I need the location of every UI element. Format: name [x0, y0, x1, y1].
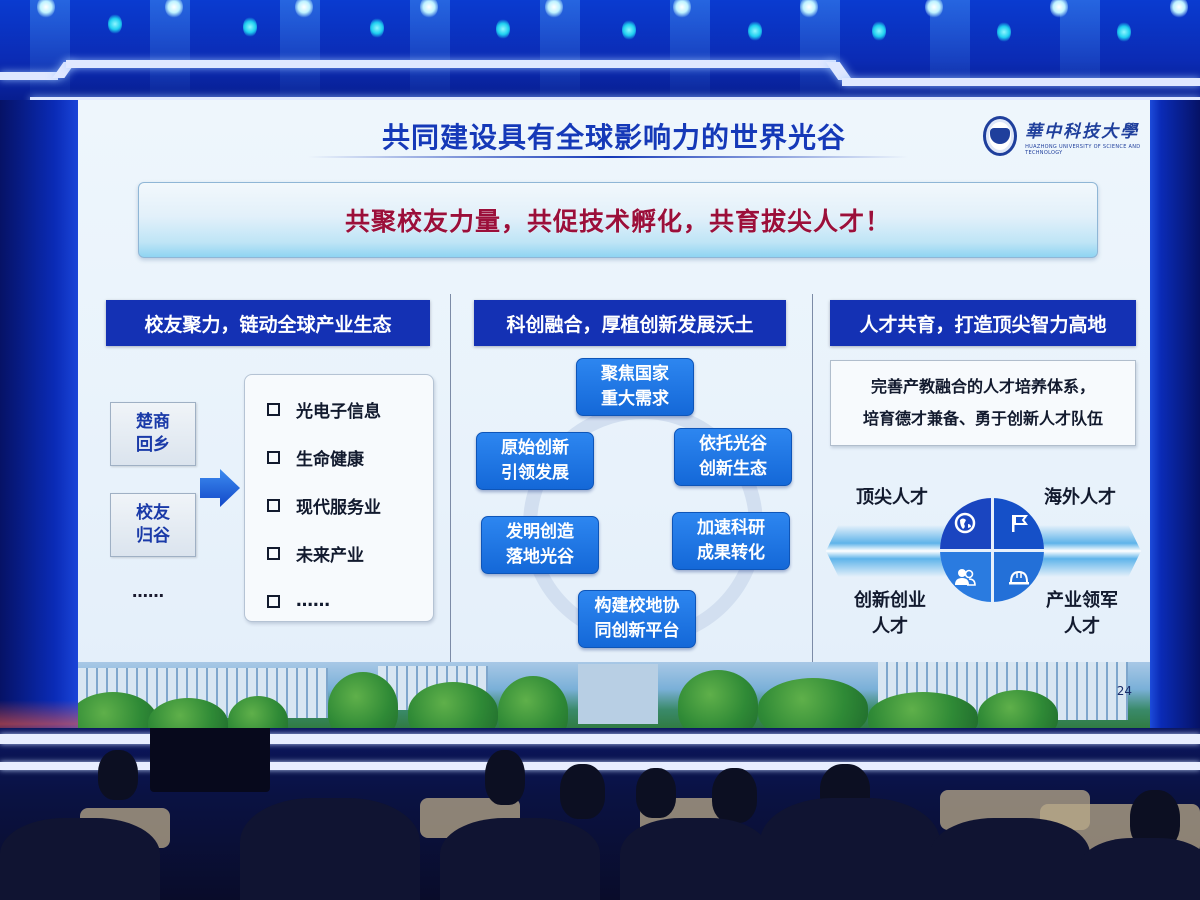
source-box-chu-merchants: 楚商 回乡 — [110, 402, 196, 466]
checkbox-icon — [267, 594, 280, 608]
hard-hat-icon — [993, 551, 1044, 602]
presentation-slide: 共同建设具有全球影响力的世界光谷 華中科技大學 HUAZHONG UNIVERS… — [78, 100, 1150, 730]
checkbox-icon — [267, 450, 280, 464]
stage-lighting-rig — [0, 0, 1200, 110]
industry-item: 现代服务业 — [267, 481, 433, 529]
column-heading-talent: 人才共育，打造顶尖智力高地 — [830, 300, 1136, 346]
column-divider — [812, 294, 813, 664]
cycle-node: 原始创新 引领发展 — [476, 432, 594, 490]
talent-label-overseas: 海外人才 — [1044, 487, 1116, 508]
slogan-banner: 共聚校友力量，共促技术孵化，共育拔尖人才！ — [138, 182, 1098, 258]
industry-label: 未来产业 — [296, 545, 364, 566]
column-heading-alumni: 校友聚力，链动全球产业生态 — [106, 300, 430, 346]
industry-label: 生命健康 — [296, 449, 364, 470]
page-number: 24 — [1116, 684, 1132, 698]
talent-quad-diagram — [940, 498, 1044, 602]
talent-label-industry-leader: 产业领军 人才 — [1046, 590, 1118, 637]
audience-area — [0, 728, 1200, 900]
people-icon — [940, 551, 991, 602]
description-line: 完善产教融合的人才培养体系， — [870, 377, 1095, 396]
industry-item: 生命健康 — [267, 433, 433, 481]
description-line: 培育德才兼备、勇于创新人才队伍 — [862, 409, 1103, 428]
stage-led-stripe — [0, 72, 58, 80]
stage-led-stripe — [66, 60, 836, 68]
industry-label: 现代服务业 — [296, 497, 381, 518]
title-underline — [308, 156, 908, 158]
checkbox-icon — [267, 498, 280, 512]
cycle-node: 依托光谷 创新生态 — [674, 428, 792, 486]
industry-item: 未来产业 — [267, 529, 433, 577]
cycle-node: 构建校地协 同创新平台 — [578, 590, 696, 648]
industry-item: 光电子信息 — [267, 385, 433, 433]
column-heading-innovation: 科创融合，厚植创新发展沃土 — [474, 300, 786, 346]
cycle-node: 发明创造 落地光谷 — [481, 516, 599, 574]
stage-side-panel-left — [0, 100, 78, 740]
right-arrow-icon — [200, 469, 240, 507]
campus-photo-strip: 24 — [78, 662, 1150, 730]
talent-label-top: 顶尖人才 — [856, 487, 928, 508]
industry-list: 光电子信息 生命健康 现代服务业 未来产业 …… — [244, 374, 434, 622]
flag-icon — [993, 498, 1044, 549]
source-ellipsis: …… — [132, 582, 164, 601]
logo-name-cn: 華中科技大學 — [1025, 121, 1140, 142]
industry-item: …… — [267, 577, 433, 625]
talent-description: 完善产教融合的人才培养体系， 培育德才兼备、勇于创新人才队伍 — [830, 360, 1136, 446]
cycle-node: 聚焦国家 重大需求 — [576, 358, 694, 416]
industry-label: 光电子信息 — [296, 401, 381, 422]
industry-label: …… — [296, 591, 330, 611]
stage-side-panel-right — [1148, 100, 1200, 730]
checkbox-icon — [267, 546, 280, 560]
column-divider — [450, 294, 451, 664]
university-logo: 華中科技大學 HUAZHONG UNIVERSITY OF SCIENCE AN… — [983, 114, 1150, 158]
cycle-node: 加速科研 成果转化 — [672, 512, 790, 570]
logo-name-en: HUAZHONG UNIVERSITY OF SCIENCE AND TECHN… — [1025, 143, 1141, 156]
stage-led-stripe — [842, 78, 1200, 86]
source-box-alumni-return: 校友 归谷 — [110, 493, 196, 557]
globe-icon — [940, 498, 991, 549]
slogan-text: 共聚校友力量，共促技术孵化，共育拔尖人才！ — [344, 207, 891, 236]
slide-title: 共同建设具有全球影响力的世界光谷 — [381, 121, 846, 154]
talent-label-entrepreneur: 创新创业 人才 — [854, 590, 926, 637]
checkbox-icon — [267, 402, 280, 416]
university-emblem-icon — [983, 116, 1018, 156]
